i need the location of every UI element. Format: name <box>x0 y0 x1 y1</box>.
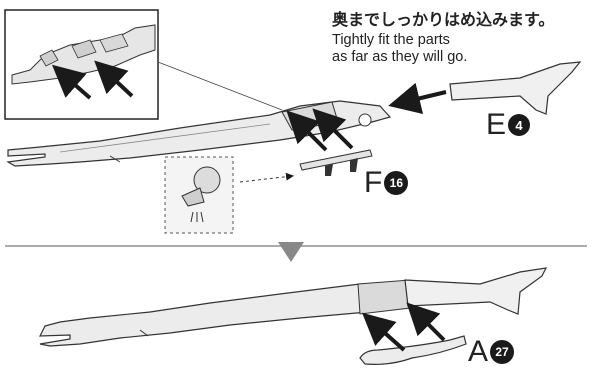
part-label-e4: E 4 <box>486 108 531 141</box>
part-number-badge: 4 <box>508 114 531 136</box>
instruction-english-line1: Tightly fit the parts <box>332 32 450 48</box>
part-letter: F <box>364 166 383 199</box>
part-a27-sling <box>359 302 467 365</box>
hint-dashed-box <box>164 156 294 234</box>
step-divider <box>5 242 587 262</box>
part-label-a27: A 27 <box>468 335 515 368</box>
instruction-english-line2: as far as they will go. <box>332 49 468 65</box>
rifle-body-top <box>6 100 392 167</box>
part-number-badge: 16 <box>384 171 409 195</box>
part-e4-stock <box>388 61 582 115</box>
detail-zoom-box <box>4 9 283 120</box>
part-letter: A <box>468 335 489 368</box>
instruction-japanese: 奥までしっかりはめ込みます。 <box>332 10 555 29</box>
part-number-badge: 27 <box>490 340 515 364</box>
part-f16-rail <box>299 149 373 176</box>
part-label-f16: F 16 <box>364 166 409 199</box>
part-letter: E <box>486 108 507 141</box>
